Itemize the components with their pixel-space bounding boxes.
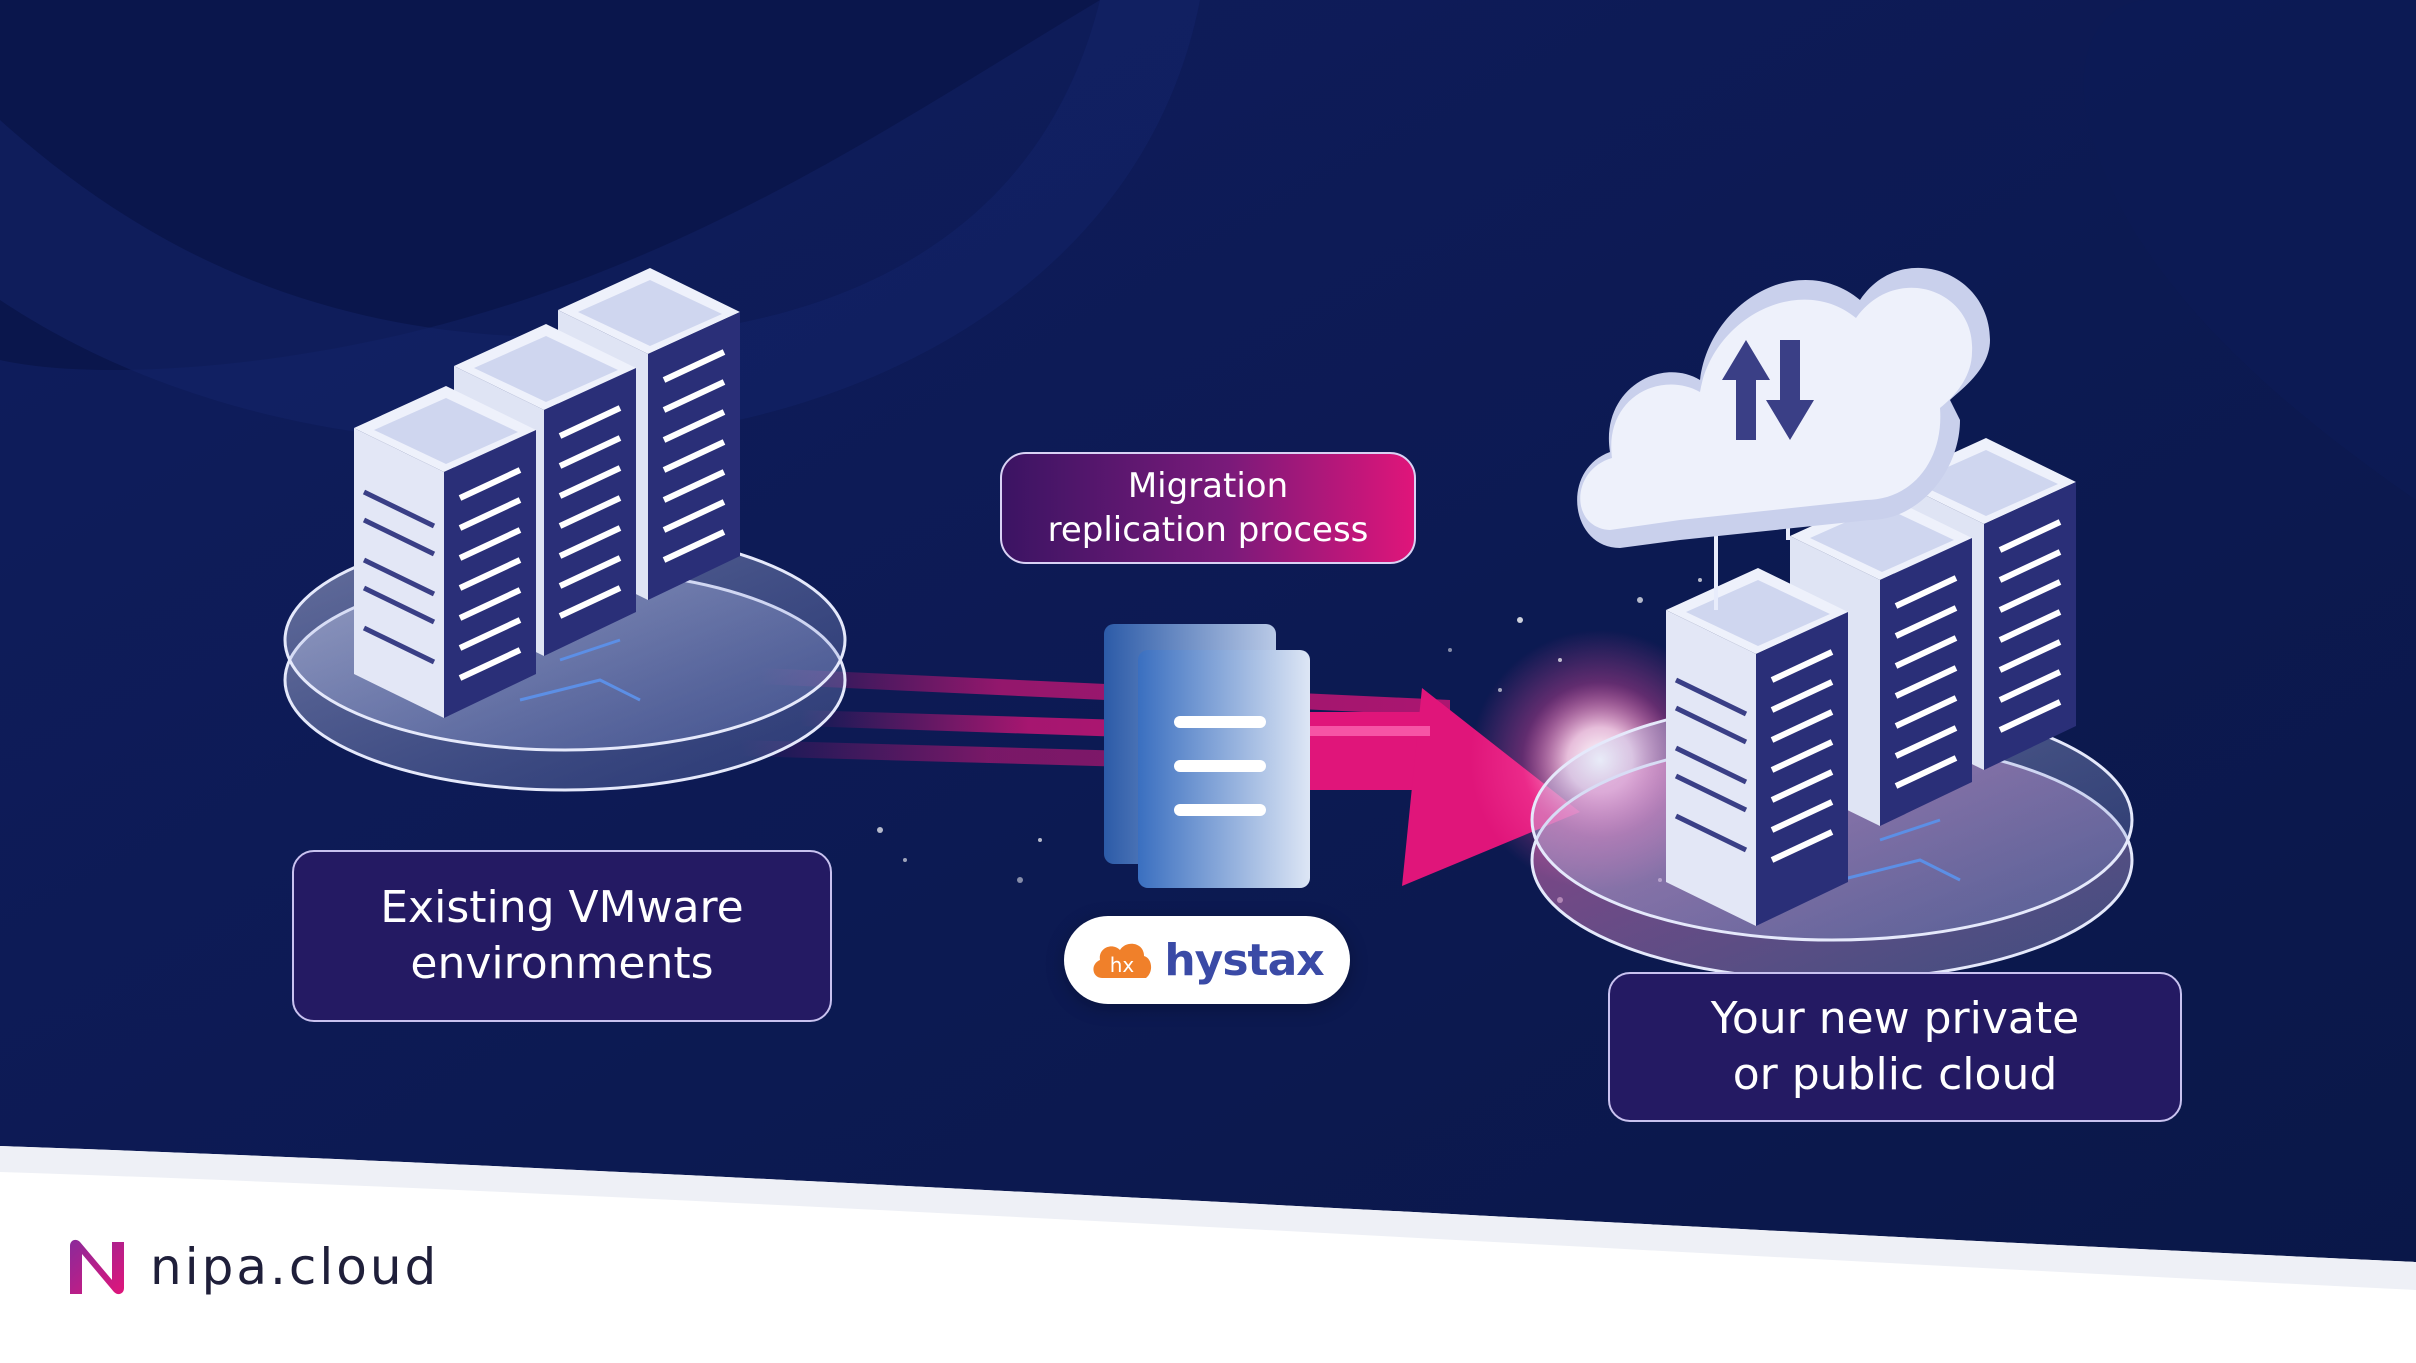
- migration-label-line1: Migration: [1127, 466, 1289, 506]
- source-label-line2: environments: [410, 938, 714, 989]
- migration-process-label: Migration replication process: [1000, 452, 1416, 564]
- cloud-sync-icon: [1577, 267, 1990, 548]
- hystax-logo: hx hystax: [1064, 916, 1350, 1004]
- brand-logo[interactable]: nipa.cloud: [64, 1236, 439, 1298]
- hystax-badge-text: hx: [1110, 953, 1135, 977]
- server-rack-icon: [1666, 568, 1848, 926]
- hystax-name: hystax: [1164, 934, 1324, 986]
- nipa-n-logo-icon: [70, 1239, 124, 1295]
- brand-name: nipa.cloud: [150, 1238, 440, 1296]
- upload-download-arrows-icon: [1722, 340, 1814, 440]
- footer-shadow: [0, 1146, 2416, 1290]
- background-wave-2: [0, 0, 1200, 444]
- source-label-line1: Existing VMware: [380, 882, 744, 933]
- target-cloud-label: Your new private or public cloud: [1608, 972, 2182, 1122]
- source-environment-label: Existing VMware environments: [292, 850, 832, 1022]
- document-stack-icon: [1104, 624, 1310, 888]
- target-label-line1: Your new private: [1710, 993, 2080, 1044]
- background-wave: [0, 0, 1100, 370]
- migration-label-line2: replication process: [1047, 510, 1369, 550]
- source-server-cluster: [283, 268, 847, 792]
- background-wave-3: [2083, 0, 2416, 500]
- target-label-line2: or public cloud: [1732, 1049, 2058, 1100]
- footer-band: [0, 1146, 2416, 1363]
- hystax-cloud-icon: hx: [1090, 938, 1154, 982]
- server-rack-icon: [354, 386, 536, 718]
